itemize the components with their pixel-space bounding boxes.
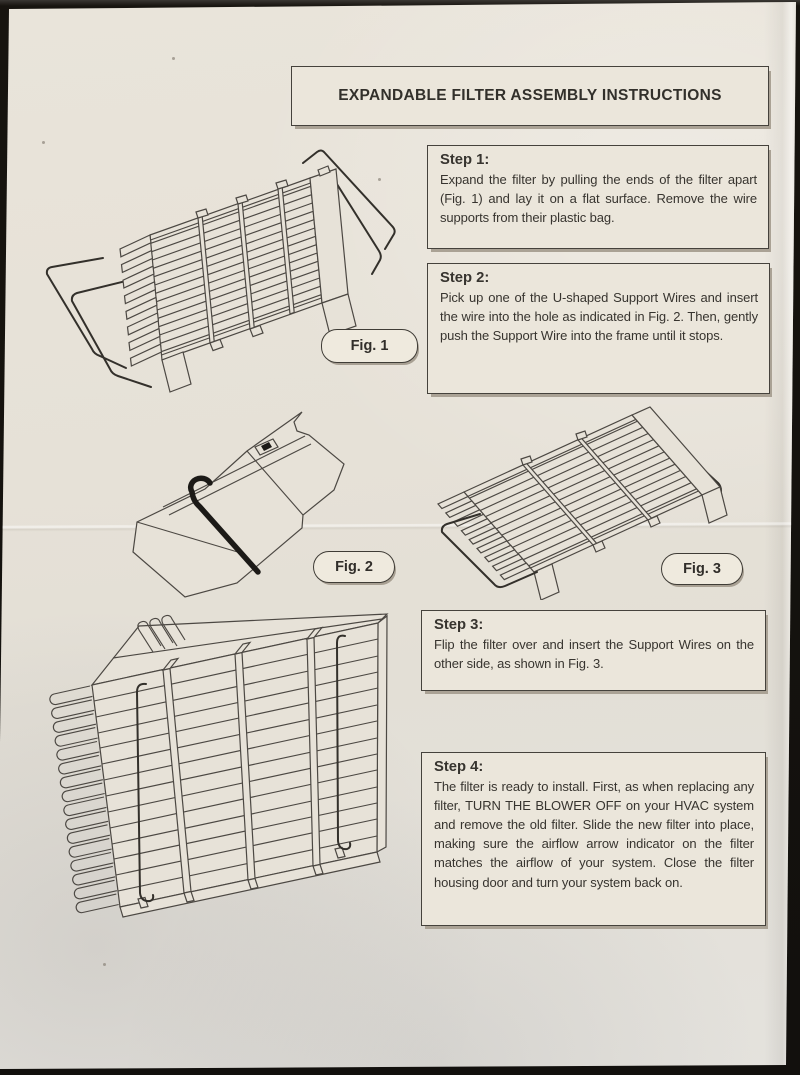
support-wire-icon — [440, 513, 538, 589]
step-4-box: Step 4: The filter is ready to install. … — [421, 752, 766, 926]
step-1-label: Step 1: — [440, 152, 490, 168]
step-3-label: Step 3: — [434, 617, 484, 633]
figure-3-caption: Fig. 3 — [683, 561, 721, 577]
dust-speck — [42, 141, 45, 144]
figure-2-caption-pill: Fig. 2 — [313, 551, 395, 583]
step-4-text: The filter is ready to install. First, a… — [434, 779, 754, 890]
step-2-box: Step 2: Pick up one of the U-shaped Supp… — [427, 263, 770, 394]
dust-speck — [378, 178, 381, 181]
support-wire-icon — [45, 257, 127, 369]
page-title: EXPANDABLE FILTER ASSEMBLY INSTRUCTIONS — [338, 87, 722, 104]
upright-filter-drawing — [49, 613, 389, 918]
step-4-label: Step 4: — [434, 759, 484, 775]
figure-2-illustration — [132, 411, 345, 598]
step-3-text: Flip the filter over and insert the Supp… — [434, 637, 754, 672]
title-box: EXPANDABLE FILTER ASSEMBLY INSTRUCTIONS — [291, 66, 769, 126]
filter-drawing — [437, 406, 728, 600]
support-wire-icon — [70, 279, 152, 388]
step-2-label: Step 2: — [440, 270, 490, 286]
figure-1-caption: Fig. 1 — [350, 338, 389, 354]
figure-3-caption-pill: Fig. 3 — [661, 553, 743, 585]
support-wire-icon — [336, 634, 352, 851]
support-wire-icon — [136, 682, 155, 903]
dust-speck — [172, 57, 175, 60]
step-2-text: Pick up one of the U-shaped Support Wire… — [440, 290, 758, 344]
wire-hole-icon — [261, 442, 272, 451]
dust-speck — [103, 963, 106, 966]
figure-1-caption-pill: Fig. 1 — [321, 329, 418, 363]
support-wire-icon — [302, 149, 396, 250]
filter-edge-drawing — [132, 411, 345, 598]
expanded-filter-drawing — [119, 165, 357, 393]
step-1-text: Expand the filter by pulling the ends of… — [440, 172, 757, 226]
figure-3-illustration — [437, 406, 728, 600]
figure-1-illustration — [45, 149, 396, 393]
step-1-box: Step 1: Expand the filter by pulling the… — [427, 145, 769, 249]
figure-2-caption: Fig. 2 — [335, 559, 373, 575]
step-3-box: Step 3: Flip the filter over and insert … — [421, 610, 766, 691]
pleat-loops-top — [137, 614, 186, 653]
support-wire-icon — [187, 475, 261, 575]
flipped-filter-illustration — [49, 613, 389, 918]
